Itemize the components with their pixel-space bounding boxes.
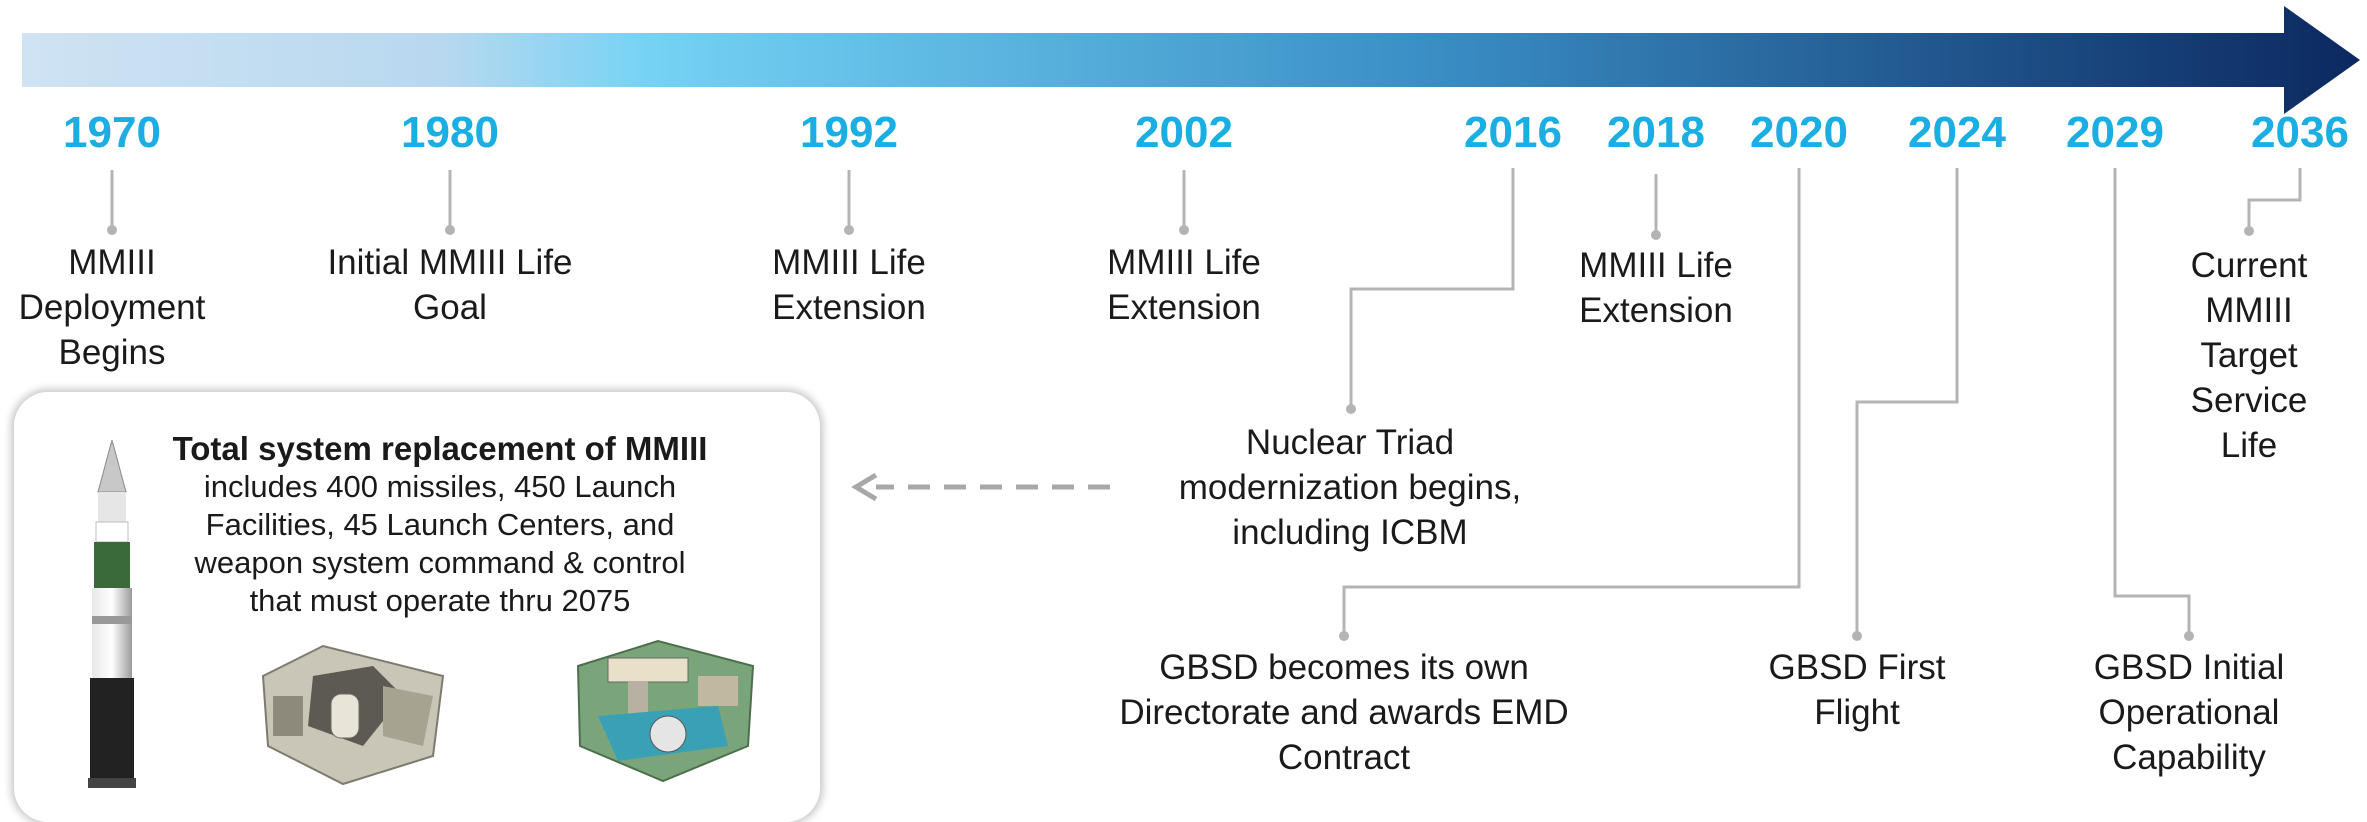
milestone-1970: MMIII Deployment Begins [18,243,206,372]
dashed-pointer-arrow [851,472,1110,502]
callout-title: Total system replacement of MMIII [172,430,708,467]
missile-image [88,440,136,788]
timeline-canvas [22,6,2360,641]
year-2002: 2002 [1135,108,1233,157]
milestone-2016: Nuclear Triad modernization begins, incl… [1178,423,1522,552]
connector-2016 [1349,168,1515,409]
year-2016: 2016 [1464,108,1562,157]
connector-lines [110,168,2302,636]
connector-2036 [2247,168,2302,231]
milestone-2018: MMIII Life Extension [1579,246,1733,330]
timeline-arrow [22,6,2360,114]
launch-facility-image [576,639,755,783]
year-2036: 2036 [2251,108,2349,157]
milestone-1980: Initial MMIII Life Goal [327,243,573,327]
connector-2024 [1855,168,1959,636]
year-2020: 2020 [1750,108,1848,157]
year-1992: 1992 [800,108,898,157]
year-2018: 2018 [1607,108,1705,157]
connector-dots [107,225,2254,641]
year-2029: 2029 [2066,108,2164,157]
year-1980: 1980 [401,108,499,157]
connector-2020 [1342,168,1801,636]
milestone-2020: GBSD becomes its own Directorate and awa… [1119,648,1569,777]
callout-body: includes 400 missiles, 450 Launch Facili… [194,469,686,618]
callout-text: Total system replacement of MMIII includ… [165,430,715,620]
launch-center-image [261,644,445,786]
milestone-2024: GBSD First Flight [1768,648,1946,732]
connector-2029 [2113,168,2191,636]
milestone-2036: Current MMIII Target Service Life [2190,246,2308,465]
year-2024: 2024 [1908,108,2006,157]
milestone-2029: GBSD Initial Operational Capability [2093,648,2285,777]
milestone-2002: MMIII Life Extension [1107,243,1261,327]
year-1970: 1970 [63,108,161,157]
milestone-1992: MMIII Life Extension [772,243,926,327]
